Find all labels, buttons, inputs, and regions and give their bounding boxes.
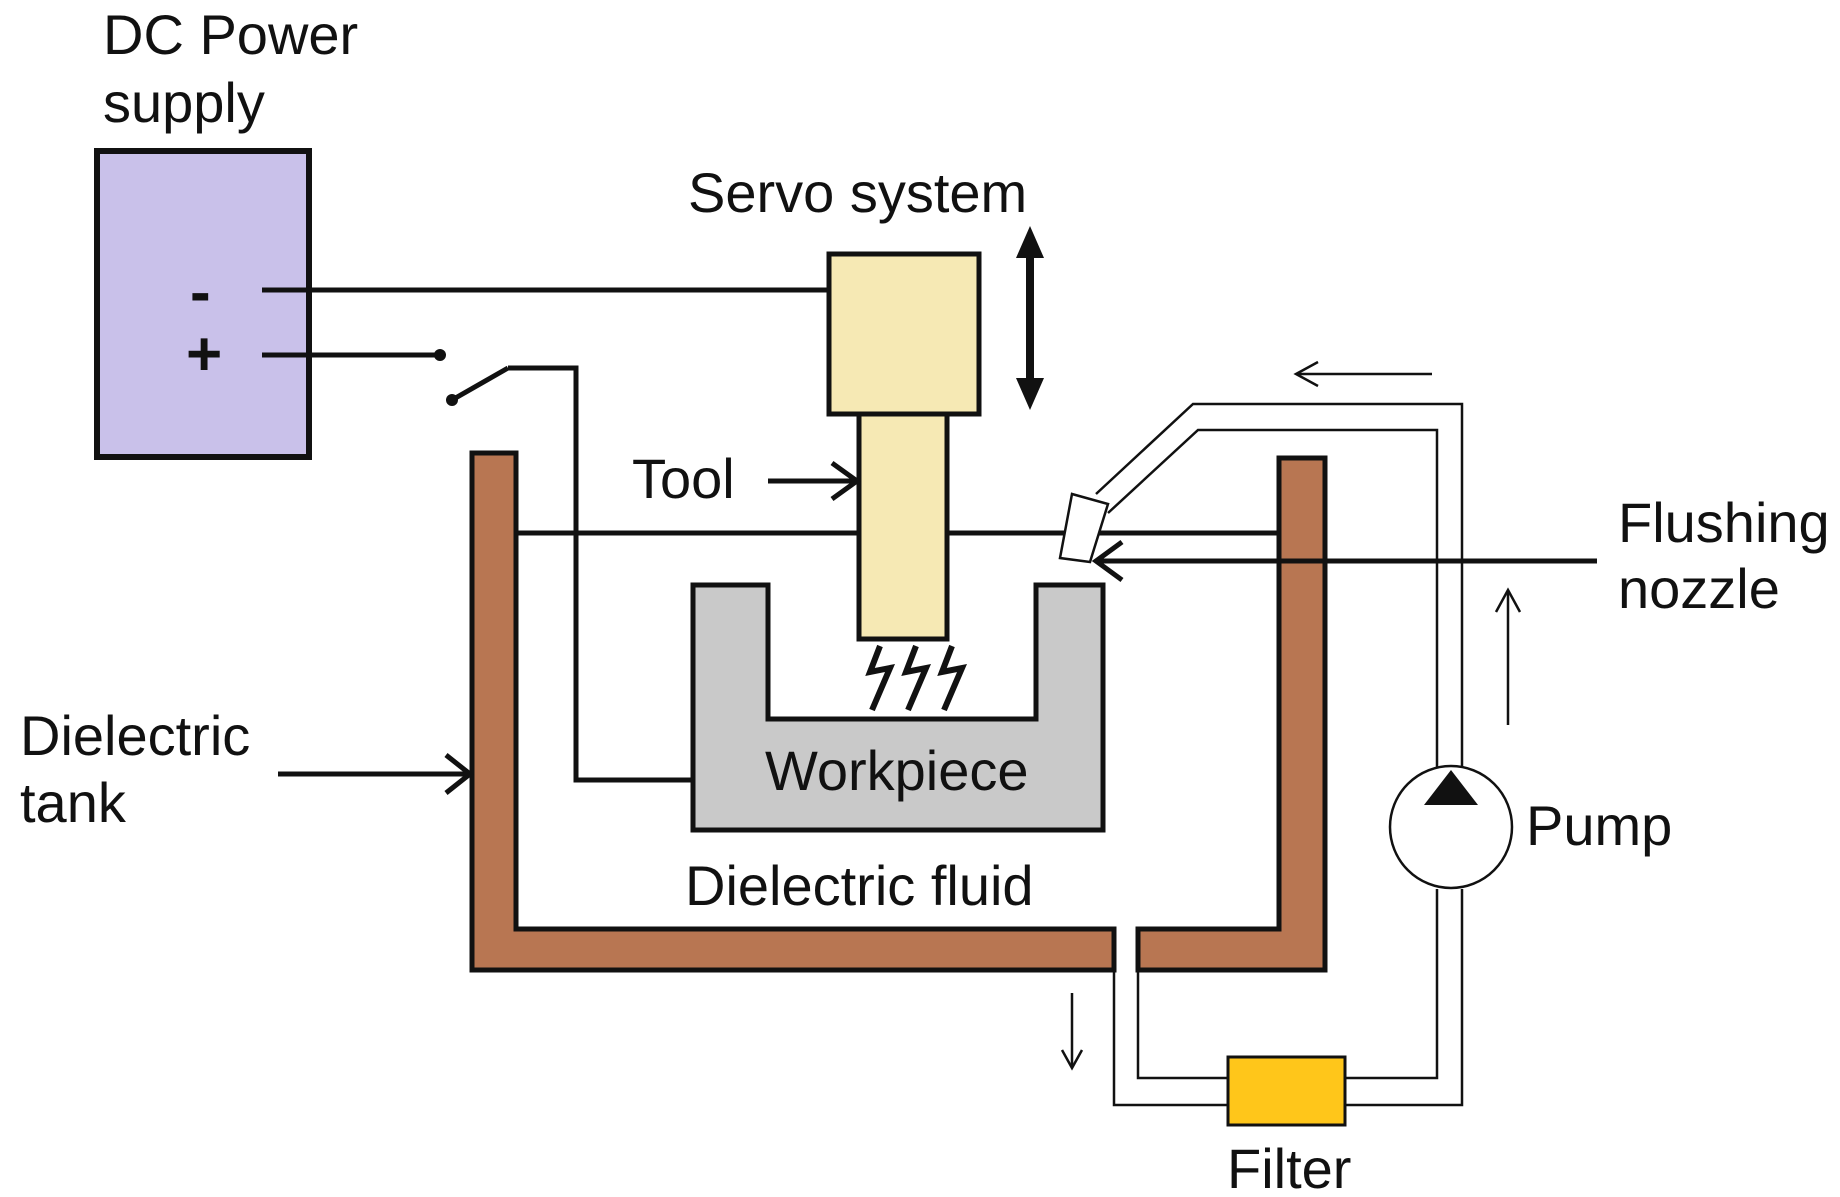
switch-icon xyxy=(450,365,510,403)
servo-box xyxy=(826,251,982,417)
workpiece-wire xyxy=(508,365,736,783)
flushing-nozzle xyxy=(1058,492,1110,564)
dielectric-tank-label-line1: Dielectric xyxy=(20,704,250,767)
triangle-up-icon xyxy=(1424,770,1478,805)
dc-power-label-line2: supply xyxy=(103,71,265,134)
servo-assembly: Servo system xyxy=(688,161,1044,642)
flushing-nozzle-label-line1: Flushing xyxy=(1618,491,1830,554)
dc-power-label-line1: DC Power xyxy=(103,3,358,66)
power-supply-box xyxy=(94,148,312,460)
positive-circuit xyxy=(262,349,736,783)
workpiece-body xyxy=(690,582,1106,833)
tool-electrode xyxy=(856,411,950,642)
tool-pointer-arrow xyxy=(768,460,862,502)
workpiece-label: Workpiece xyxy=(765,739,1029,802)
double-arrow-icon xyxy=(1016,226,1044,410)
flushing-pipe xyxy=(1095,402,1464,1107)
workpiece: Workpiece xyxy=(690,582,1106,833)
filter-label: Filter xyxy=(1227,1137,1351,1197)
dielectric-tank-label-line2: tank xyxy=(20,771,127,834)
tool-label: Tool xyxy=(632,447,735,510)
nozzle-pointer-arrow xyxy=(1091,539,1597,583)
flow-arrow-left xyxy=(1293,360,1432,388)
switch-contact-icon xyxy=(434,349,446,361)
filter-box xyxy=(1226,1055,1347,1127)
servo-system-label: Servo system xyxy=(688,161,1027,224)
positive-terminal-sign: + xyxy=(186,320,222,389)
flushing-nozzle-label-line2: nozzle xyxy=(1618,557,1780,620)
dc-power-supply: DC Power supply - + xyxy=(94,3,358,460)
tank-pointer-arrow xyxy=(278,753,475,795)
pump: Pump xyxy=(1388,764,1672,890)
spark-icon xyxy=(865,644,968,712)
flow-arrow-up xyxy=(1494,587,1522,725)
dielectric-fluid-label: Dielectric fluid xyxy=(685,854,1034,917)
filter: Filter xyxy=(1226,1055,1351,1197)
negative-terminal-sign: - xyxy=(190,258,211,327)
pump-body xyxy=(1388,764,1514,890)
flow-arrow-down xyxy=(1060,993,1084,1071)
pump-label: Pump xyxy=(1526,794,1672,857)
